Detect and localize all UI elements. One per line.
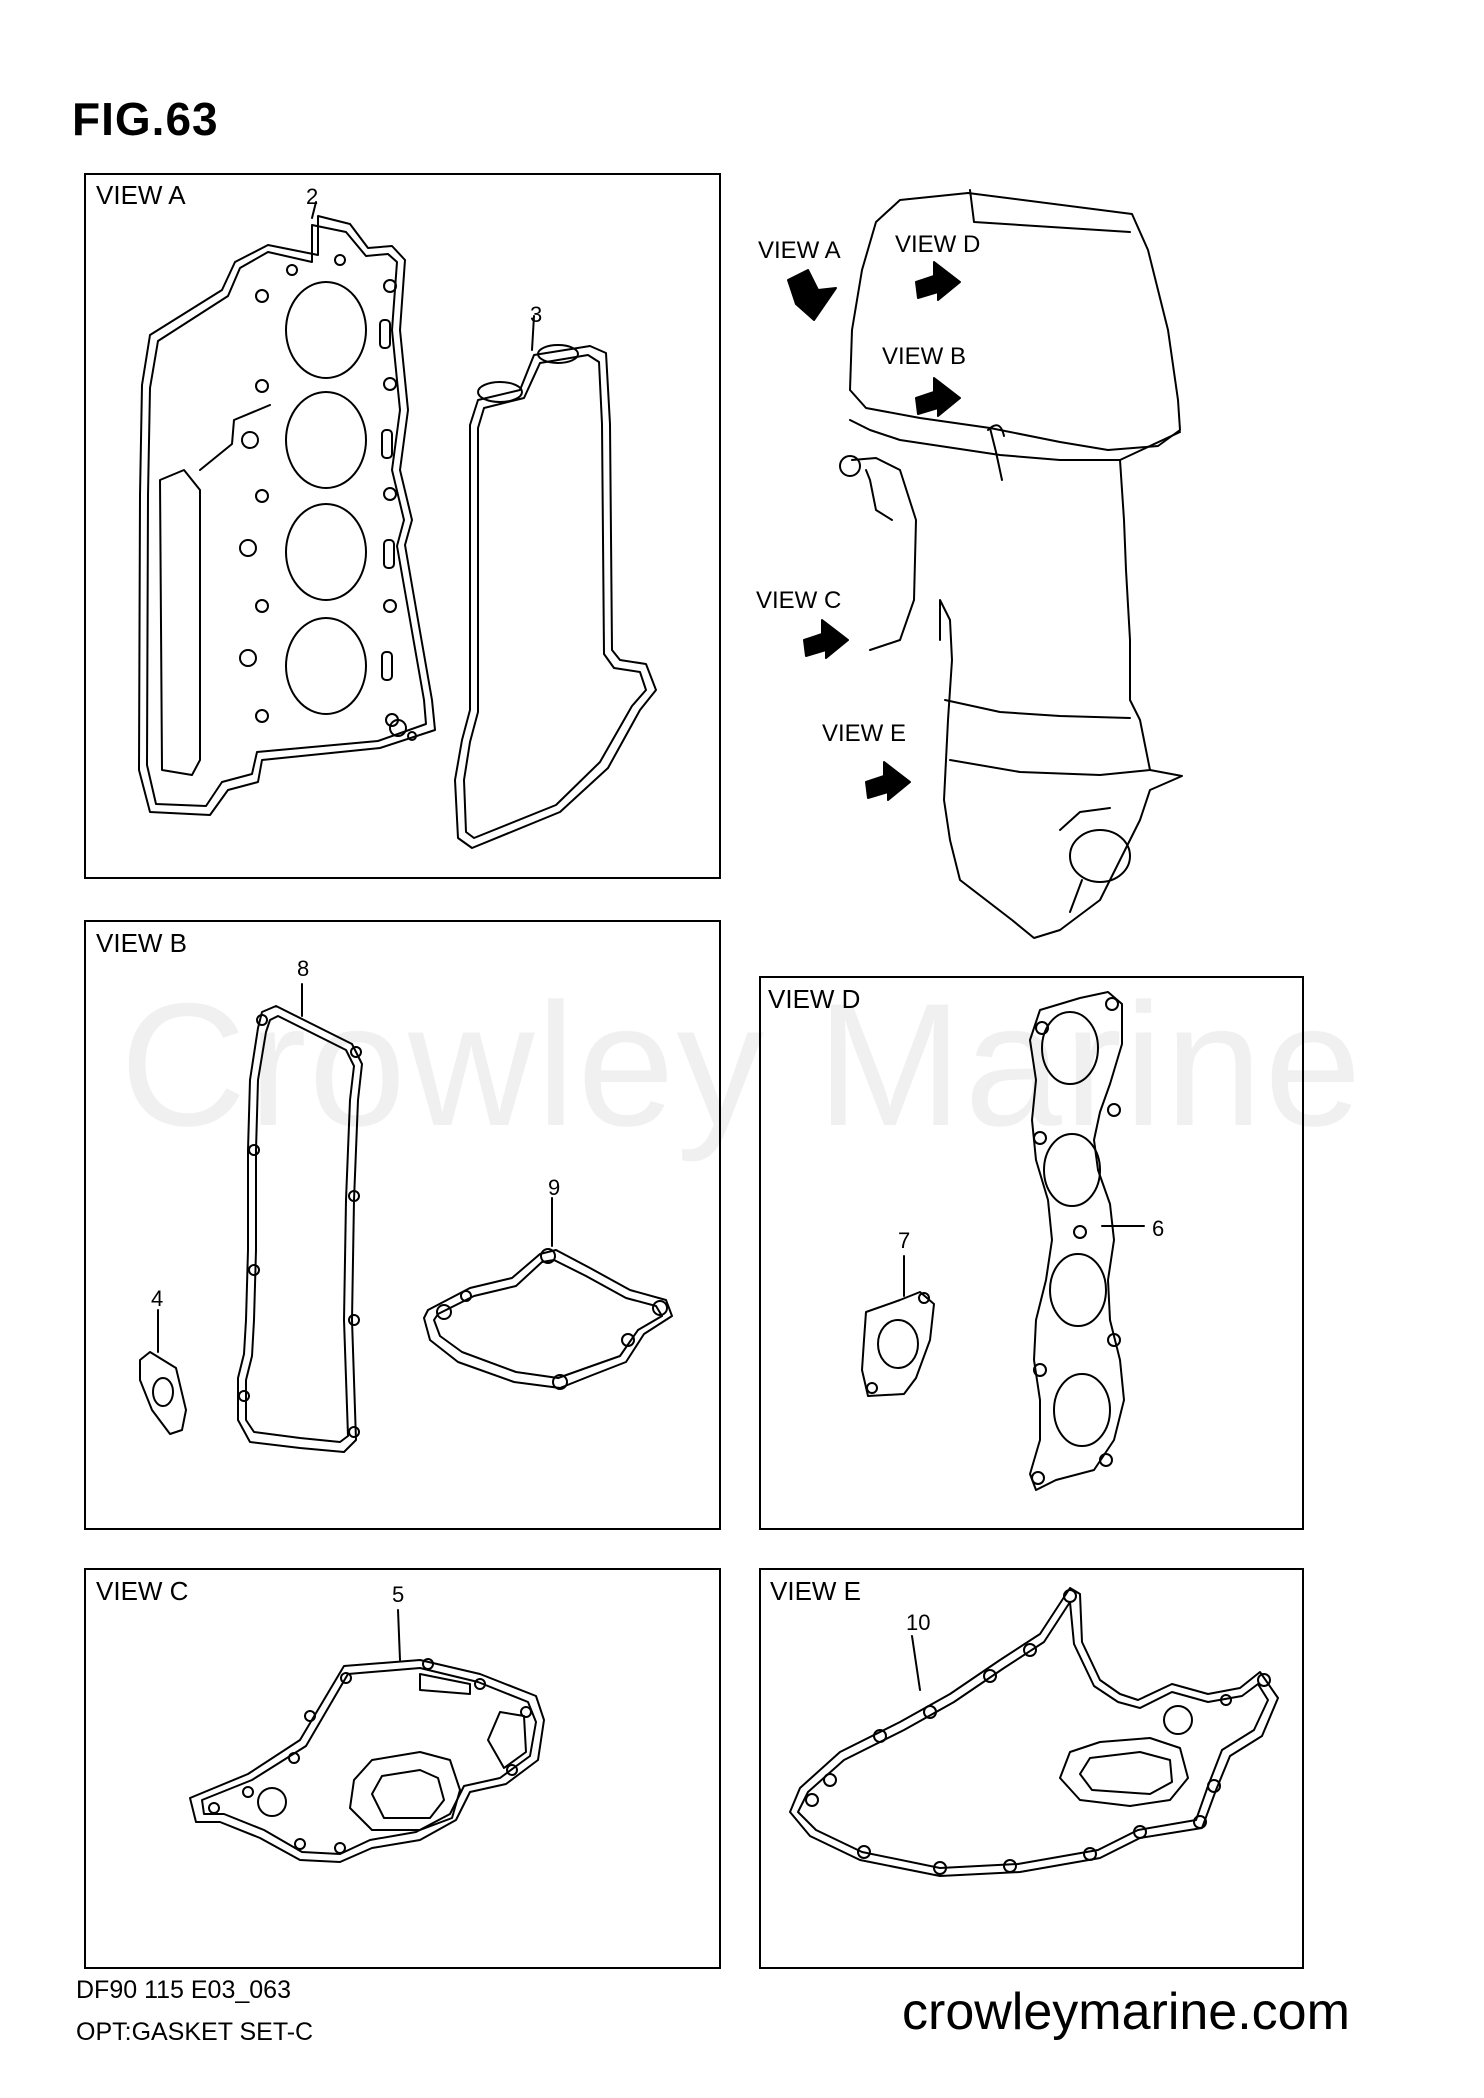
engine-tag-view-c: VIEW C	[756, 587, 842, 614]
part-number-8: 8	[297, 956, 310, 981]
part-number-5: 5	[392, 1582, 405, 1607]
diagram-code: DF90 115 E03_063	[76, 1976, 291, 2004]
engine-tag-view-d: VIEW D	[895, 231, 981, 258]
engine-tag-view-a: VIEW A	[758, 237, 841, 264]
view-c-label: VIEW C	[96, 1576, 189, 1606]
cover-gasket-drawing	[454, 315, 657, 849]
panel-view-b	[84, 920, 721, 1530]
part-number-9: 9	[548, 1175, 561, 1200]
view-a-label: VIEW A	[96, 180, 186, 210]
view-arrow-icons	[787, 261, 961, 801]
part-number-4: 4	[151, 1286, 164, 1311]
panel-view-a	[84, 173, 721, 879]
part-number-7: 7	[898, 1228, 911, 1253]
figure-title: FIG.63	[72, 93, 219, 145]
part-number-10: 10	[906, 1610, 931, 1635]
engine-tag-view-e: VIEW E	[822, 720, 907, 747]
panel-view-c	[84, 1568, 721, 1969]
view-d-label: VIEW D	[768, 984, 861, 1014]
engine-tag-view-b: VIEW B	[882, 343, 967, 370]
view-e-gasket-drawing	[789, 1587, 1279, 1877]
site-name: crowleymarine.com	[902, 1983, 1350, 2041]
view-b-label: VIEW B	[96, 928, 188, 958]
diagram-name: OPT:GASKET SET-C	[76, 2018, 314, 2046]
view-d-gasket-drawings	[861, 991, 1145, 1491]
panel-view-d	[759, 976, 1304, 1530]
view-c-gasket-drawing	[189, 1609, 545, 1863]
panel-view-e	[759, 1568, 1304, 1969]
outboard-engine-drawing	[839, 189, 1183, 939]
cylinder-head-gasket-drawing	[138, 201, 436, 816]
view-b-gasket-drawings	[139, 983, 673, 1453]
part-number-6: 6	[1152, 1216, 1165, 1241]
view-e-label: VIEW E	[770, 1576, 862, 1606]
